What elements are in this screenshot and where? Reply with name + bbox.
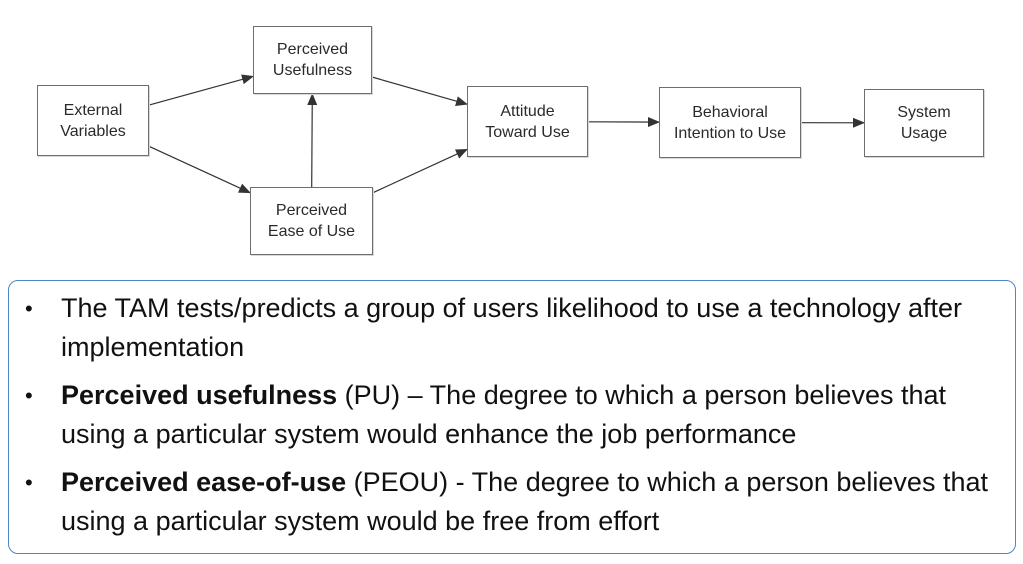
node-system-usage: System Usage <box>864 89 984 157</box>
arrow-ease-to-usefulness <box>307 93 318 188</box>
bullet-perceived-ease-of-use: • Perceived ease-of-use (PEOU) - The deg… <box>23 463 995 541</box>
definition-perceived-ease-of-use: (PEOU) - The degree to which a person be… <box>61 467 988 536</box>
arrow-external-to-usefulness <box>148 74 254 106</box>
diagram-arrows <box>148 74 865 194</box>
node-behavioral-intention: Behavioral Intention to Use <box>659 87 801 158</box>
bullet-list: • The TAM tests/predicts a group of user… <box>23 289 995 541</box>
bullet-tam-description: • The TAM tests/predicts a group of user… <box>23 289 995 367</box>
bullet-perceived-usefulness: • Perceived usefulness (PU) – The degree… <box>23 376 995 454</box>
bullet-icon: • <box>25 383 33 408</box>
term-perceived-usefulness: Perceived usefulness <box>61 380 338 410</box>
bullet-text: The TAM tests/predicts a group of users … <box>61 293 962 362</box>
definitions-panel: • The TAM tests/predicts a group of user… <box>8 280 1016 554</box>
node-perceived-usefulness: Perceived Usefulness <box>253 26 372 94</box>
term-perceived-ease-of-use: Perceived ease-of-use <box>61 467 347 497</box>
arrow-ease-to-attitude <box>372 148 468 194</box>
arrow-external-to-ease <box>148 145 251 194</box>
node-perceived-ease-of-use: Perceived Ease of Use <box>250 187 373 255</box>
node-attitude-toward-use: Attitude Toward Use <box>467 86 588 157</box>
node-external-variables: External Variables <box>37 85 149 156</box>
bullet-icon: • <box>25 296 33 321</box>
bullet-icon: • <box>25 470 33 495</box>
definition-perceived-usefulness: (PU) – The degree to which a person beli… <box>61 380 947 449</box>
arrow-usefulness-to-attitude <box>371 76 468 106</box>
tam-diagram: External Variables Perceived Usefulness … <box>0 0 1023 270</box>
